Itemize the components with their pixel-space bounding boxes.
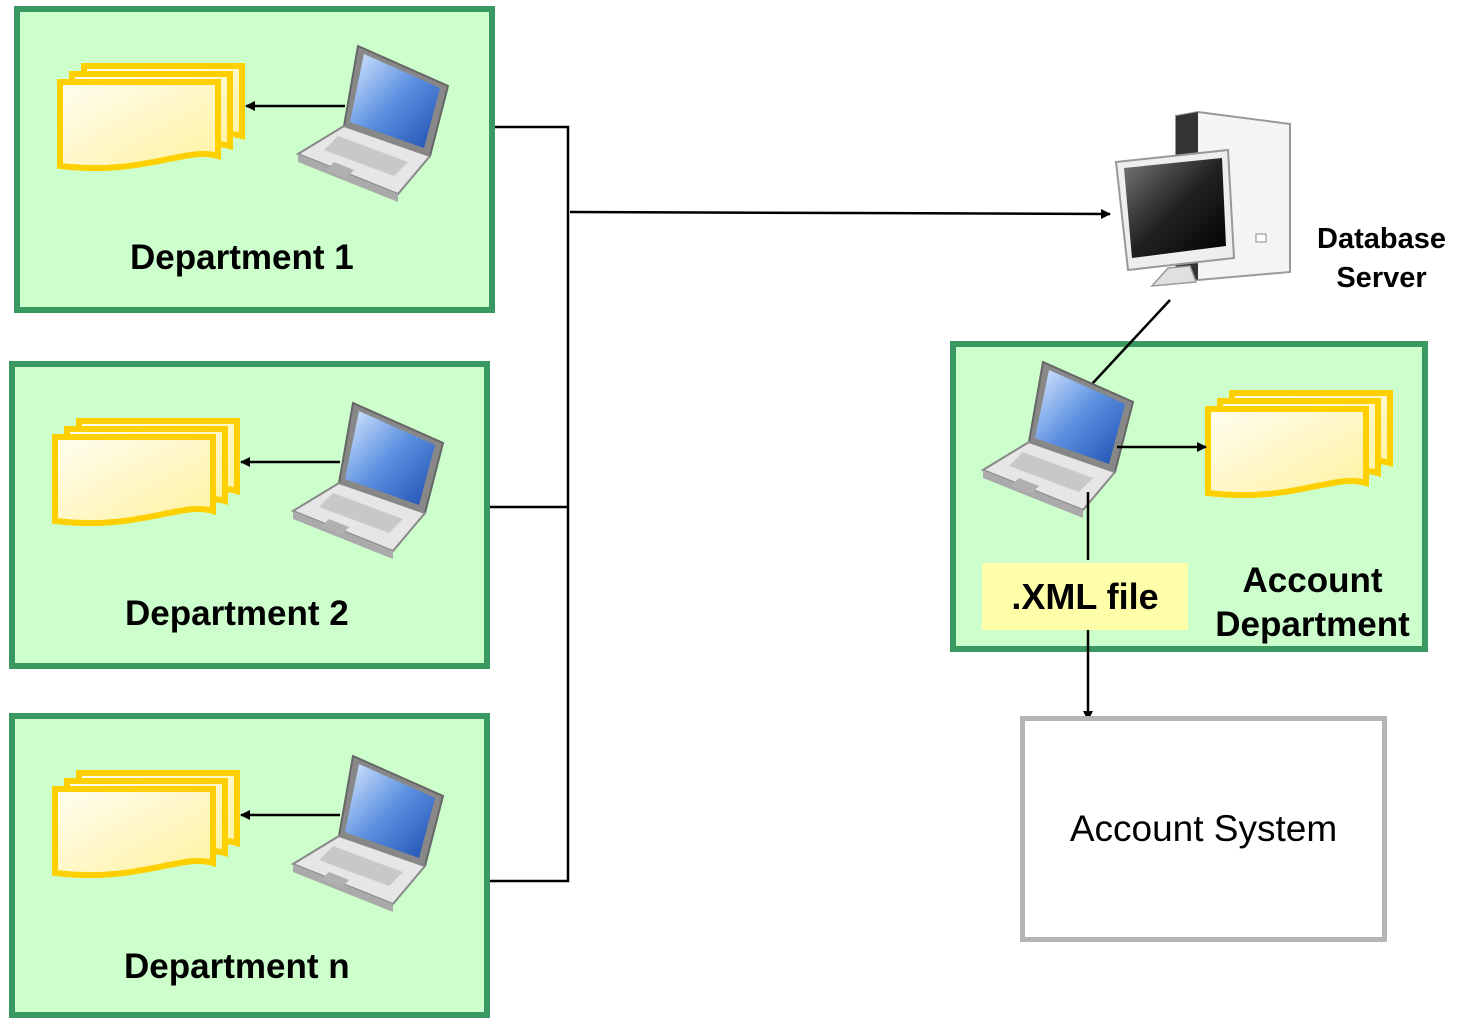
database-server-icon [1114, 110, 1291, 287]
account-system-label: Account System [1069, 808, 1338, 849]
bus-to-server-arrow [569, 208, 1111, 219]
department-bus-line [490, 125, 570, 883]
database-server-label: Database Server [1304, 220, 1459, 298]
account-department-label-line1: Account [1242, 561, 1383, 600]
department-2-label: Department 2 [125, 594, 349, 633]
account-laptop-icon [982, 361, 1134, 519]
account-department-label: Account Department [1200, 559, 1425, 647]
department-2-laptop-icon [292, 402, 444, 560]
database-server-label-line2: Server [1336, 262, 1427, 294]
database-server-label-line1: Database [1317, 223, 1446, 255]
account-department-label-line2: Department [1215, 605, 1410, 644]
server-link-line [1091, 299, 1171, 385]
department-1-document-icon [60, 66, 242, 168]
department-n-document-icon [55, 773, 237, 875]
department-n-laptop-icon [292, 755, 444, 913]
account-system-box: Account System [1020, 716, 1387, 942]
xml-file-label: .XML file [982, 563, 1188, 630]
department-2-document-icon [55, 421, 237, 523]
account-document-icon [1208, 393, 1390, 495]
department-1-laptop-icon [297, 45, 449, 203]
department-1-label: Department 1 [130, 238, 354, 277]
department-n-label: Department n [124, 947, 350, 986]
